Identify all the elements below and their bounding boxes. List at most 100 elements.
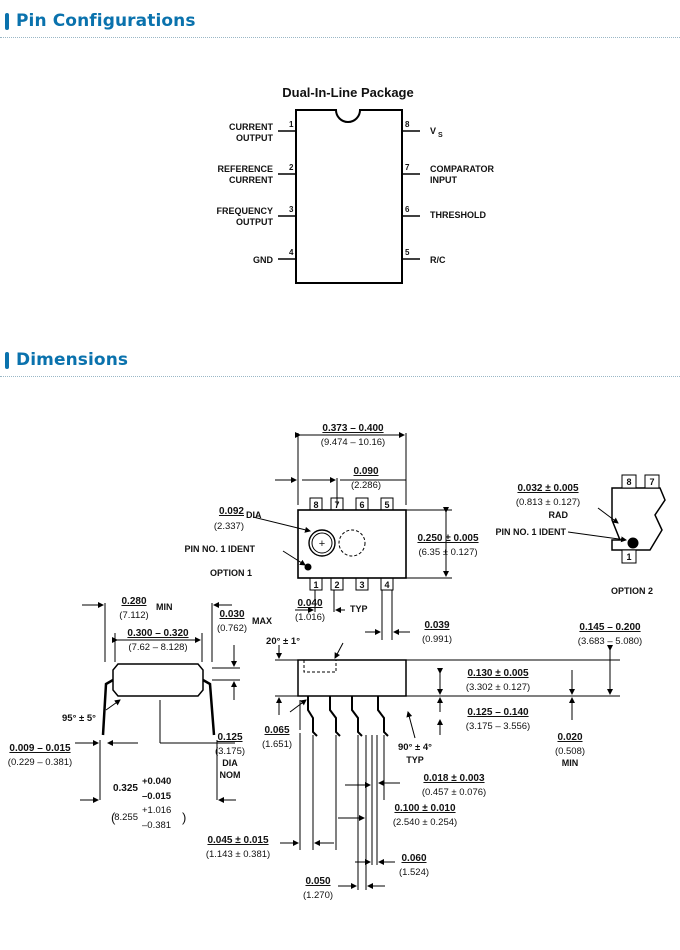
dim-standoff-in: 0.020 [557, 732, 582, 743]
dim-060-mm: (1.524) [399, 867, 429, 878]
dim-lead-w2-mm: (0.457 ± 0.076) [422, 787, 486, 798]
dim-dia-label: DIA [246, 510, 262, 520]
dim-row-span-mm: (7.62 – 8.128) [128, 642, 187, 653]
pin-label: GND [253, 255, 274, 265]
dimensions-header: Dimensions [0, 349, 680, 379]
dim-060-in: 0.060 [401, 853, 426, 864]
dim-seat-mm-plus: +1.016 [142, 805, 171, 816]
pin-label: INPUT [430, 175, 458, 185]
dim-dia-mm: (2.337) [214, 521, 244, 532]
pin-number: 3 [289, 205, 294, 214]
dim-lead-w2-in: 0.018 ± 0.003 [423, 773, 485, 784]
dim-dia-in: 0.092 [219, 506, 244, 517]
side-view-leads [307, 696, 389, 737]
dim-row-span-in: 0.300 – 0.320 [127, 628, 189, 639]
opt2-rad-in: 0.032 ± 0.005 [517, 483, 579, 494]
dim-pitch-mm: (2.540 ± 0.254) [393, 817, 457, 828]
dim-height-in: 0.145 – 0.200 [579, 622, 641, 633]
dim-row-min-mm: (7.112) [119, 610, 148, 621]
pin-label: R/C [430, 255, 446, 265]
dim-lead-w-mm: (0.991) [422, 634, 452, 645]
dim-seat-in-plus: +0.040 [142, 776, 171, 787]
dim-lead-len-mm: (3.175 – 3.556) [466, 721, 530, 732]
pin1-dimple-inner [311, 532, 333, 554]
pin-label: FREQUENCY [216, 206, 273, 216]
section-divider [0, 37, 680, 38]
dim-050-in: 0.050 [305, 876, 330, 887]
package-title: Dual-In-Line Package [282, 85, 413, 100]
dim-body-width-in: 0.250 ± 0.005 [417, 533, 479, 544]
dim-seat-in: 0.325 [113, 783, 138, 794]
angle-95: 95° ± 5° [62, 713, 96, 724]
opt2-rad-mm: (0.813 ± 0.127) [516, 497, 580, 508]
option2-outline [611, 487, 666, 551]
dim-body-h-in: 0.130 ± 0.005 [467, 668, 529, 679]
pin-label: THRESHOLD [430, 210, 487, 220]
dimensions-title: Dimensions [16, 350, 129, 370]
dim-row-max-in: 0.030 [219, 609, 244, 620]
pin-number: 5 [405, 248, 410, 257]
dim-row-max-label: MAX [252, 616, 272, 626]
pin-number: 1 [289, 120, 294, 129]
dim-lead-thk-mm: (0.229 – 0.381) [8, 757, 72, 768]
dim-pitch-top-in: 0.040 [297, 598, 322, 609]
end-view-lead [202, 678, 216, 736]
option2-label: OPTION 2 [611, 586, 653, 596]
pin-label: CURRENT [229, 175, 274, 185]
dim-lead-dia-mm: (3.175) [215, 746, 245, 757]
dim-row-max-mm: (0.762) [217, 623, 247, 634]
pin-number: 6 [405, 205, 410, 214]
dim-seat-mm-minus: –0.381 [142, 820, 171, 831]
dim-lead-thk-in: 0.009 – 0.015 [9, 743, 71, 754]
pin1-ident-label: PIN NO. 1 IDENT [184, 544, 255, 554]
bottom-pin-number: 3 [359, 580, 364, 590]
top-view-body [297, 509, 407, 579]
option2-pin-tab [644, 474, 660, 489]
section-marker [5, 13, 9, 30]
pin-number: 4 [289, 248, 294, 257]
dim-standoff-mm: (0.508) [555, 746, 585, 757]
dim-lead-dia-label2: NOM [220, 770, 241, 780]
dimension-drawing: 0.373 – 0.400 (9.474 – 10.16) 0.090 (2.2… [8, 423, 666, 901]
dim-top-width-mm: (9.474 – 10.16) [321, 437, 385, 448]
dim-lead-len-in: 0.125 – 0.140 [467, 707, 529, 718]
dim-end-w-mm: (1.143 ± 0.381) [206, 849, 270, 860]
pin-config-title: Pin Configurations [16, 11, 196, 31]
opt2-pin-number: 7 [649, 477, 654, 487]
dim-pitch-top-mm: (1.016) [295, 612, 325, 623]
opt2-ident-label: PIN NO. 1 IDENT [495, 527, 566, 537]
side-view-body [297, 659, 407, 697]
angle-90: 90° ± 4° [398, 742, 432, 753]
opt2-rad-label: RAD [549, 510, 569, 520]
pin-label: OUTPUT [236, 217, 274, 227]
dim-seat-in-minus: –0.015 [142, 791, 172, 802]
dim-seat-mm: 8.255 [114, 812, 138, 823]
section-marker [5, 352, 9, 369]
dim-offset-mm: (2.286) [351, 480, 381, 491]
option2-pin-tab [621, 549, 637, 564]
dim-shoulder-mm: (1.651) [262, 739, 292, 750]
angle-90-typ: TYP [406, 755, 424, 765]
dim-pitch-top-label: TYP [350, 604, 368, 614]
opt2-pin-number: 1 [626, 552, 631, 562]
dim-body-h-mm: (3.302 ± 0.127) [466, 682, 530, 693]
dim-pitch-in: 0.100 ± 0.010 [394, 803, 456, 814]
pin-config-header: Pin Configurations [0, 10, 680, 40]
pin-label: COMPARATOR [430, 164, 494, 174]
top-pin-number: 6 [359, 500, 364, 510]
pin-number: 8 [405, 120, 410, 129]
paren-open: ( [111, 810, 116, 825]
bottom-pin-number: 1 [313, 580, 318, 590]
pin-label: CURRENT [229, 122, 274, 132]
option2-pin-tab [621, 474, 637, 489]
pin-diagram: Dual-In-Line Package 1 2 3 4 8 7 6 5 CUR… [216, 85, 494, 284]
bottom-pin-number: 2 [334, 580, 339, 590]
plus-mark: + [319, 538, 325, 550]
dim-top-width-in: 0.373 – 0.400 [322, 423, 384, 434]
option1-label: OPTION 1 [210, 568, 252, 578]
bottom-pin-number: 4 [384, 580, 389, 590]
dip-body [295, 109, 403, 284]
option2-pin1-dot [627, 537, 639, 549]
top-pin-number: 8 [313, 500, 318, 510]
pin-label: V [430, 126, 436, 136]
